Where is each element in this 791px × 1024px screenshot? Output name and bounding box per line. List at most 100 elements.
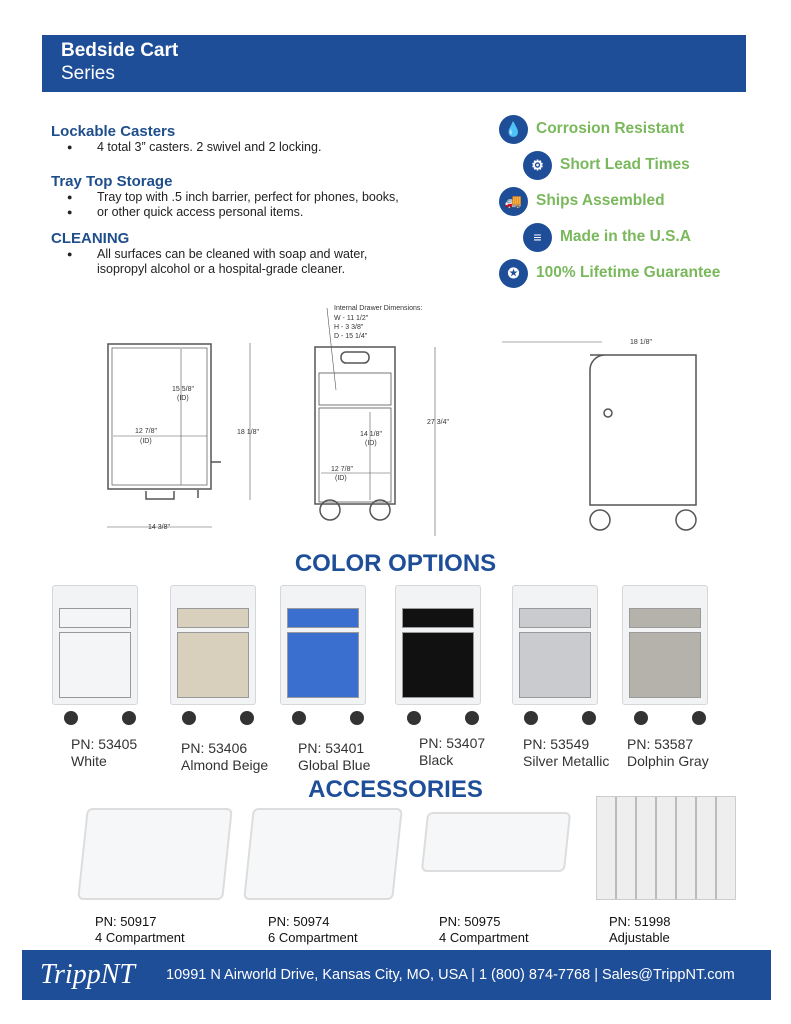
title-banner: Bedside Cart Series <box>42 35 746 92</box>
caster <box>692 711 706 725</box>
droplet-shield-icon: 💧 <box>499 114 528 144</box>
color-name: Almond Beige <box>181 757 269 773</box>
color-pn: PN: 53549 <box>523 736 590 752</box>
accessory-name: Adjustable <box>609 930 670 945</box>
truck-icon: 🚚 <box>499 186 528 216</box>
caster <box>407 711 421 725</box>
feature-line: or other quick access personal items. <box>97 205 304 219</box>
cart-black <box>395 585 485 725</box>
badge-label: 100% Lifetime Guarantee <box>536 264 721 281</box>
badge-guarantee: ✪ 100% Lifetime Guarantee <box>499 258 720 288</box>
badge-usa: ≡ Made in the U.S.A <box>523 222 720 252</box>
cart-body <box>395 585 481 705</box>
cart-door <box>519 632 591 698</box>
cart-dolphin-gray <box>622 585 712 725</box>
accessories-heading: ACCESSORIES <box>308 776 483 803</box>
cart-door <box>629 632 701 698</box>
cart-door <box>177 632 249 698</box>
cart-body <box>52 585 138 705</box>
accessory-name: 4 Compartment <box>95 930 185 945</box>
drawer-note-h: H - 3 3/8" <box>334 324 364 331</box>
dim-side-depth: 18 1/8" <box>630 339 652 346</box>
accessory-name: 6 Compartment <box>268 930 358 945</box>
footer: TrippNT 10991 N Airworld Drive, Kansas C… <box>22 950 771 1000</box>
feature-heading: CLEANING <box>51 230 130 247</box>
badge-label: Ships Assembled <box>536 192 665 209</box>
badge-label: Short Lead Times <box>560 156 690 173</box>
caster <box>634 711 648 725</box>
badge-corrosion: 💧 Corrosion Resistant <box>499 114 720 144</box>
badge-label: Corrosion Resistant <box>536 120 685 137</box>
flag-icon: ≡ <box>523 222 552 252</box>
badge-list: 💧 Corrosion Resistant ⚙ Short Lead Times 🚚… <box>499 114 720 288</box>
color-name: Dolphin Gray <box>627 753 709 769</box>
accessory-pn: PN: 50974 <box>268 914 330 929</box>
dim-id-height: 15 5/8" <box>172 386 194 393</box>
cart-body <box>512 585 598 705</box>
cart-almond-beige <box>170 585 260 725</box>
badge-label: Made in the U.S.A <box>560 228 691 245</box>
cart-drawer <box>519 608 591 628</box>
accessory-pn: PN: 51998 <box>609 914 671 929</box>
color-name: White <box>71 753 107 769</box>
caster <box>64 711 78 725</box>
dim-door-width: 12 7/8" <box>331 466 353 473</box>
cart-drawer <box>177 608 249 628</box>
feature-heading: Tray Top Storage <box>51 173 173 190</box>
trippnt-logo: TrippNT <box>40 959 135 990</box>
color-pn: PN: 53587 <box>627 736 694 752</box>
dim-total-height: 27 3/4" <box>427 419 449 426</box>
gear-icon: ⚙ <box>523 150 552 180</box>
ribbon-award-icon: ✪ <box>499 258 528 288</box>
feature-heading: Lockable Casters <box>51 123 176 140</box>
accessory-tray-6-compartment <box>243 808 403 900</box>
feature-bullet-cont: or other quick access personal items. <box>51 205 471 220</box>
cart-body <box>170 585 256 705</box>
color-name: Silver Metallic <box>523 753 610 769</box>
page-subtitle: Series <box>61 63 115 84</box>
color-options-heading: COLOR OPTIONS <box>294 550 497 577</box>
dim-id-width: 12 7/8" <box>135 428 157 435</box>
dim-id-sub: (ID) <box>335 475 347 482</box>
feature-bullet-cont: isopropyl alcohol or a hospital-grade cl… <box>97 262 346 276</box>
accessory-adjustable-drawer <box>596 796 736 900</box>
color-name: Black <box>419 752 454 768</box>
dim-id-sub: (ID) <box>140 438 152 445</box>
caster <box>582 711 596 725</box>
contact-info: 10991 N Airworld Drive, Kansas City, MO,… <box>166 967 735 983</box>
accessory-pn: PN: 50975 <box>439 914 501 929</box>
cart-body <box>622 585 708 705</box>
side-view-drawing <box>589 354 697 531</box>
badge-assembled: 🚚 Ships Assembled <box>499 186 720 216</box>
color-pn: PN: 53401 <box>298 740 365 756</box>
caster <box>240 711 254 725</box>
feature-bullet: 4 total 3” casters. 2 swivel and 2 locki… <box>51 140 471 155</box>
page-title: Bedside Cart <box>61 40 179 61</box>
dim-id-sub: (ID) <box>177 395 189 402</box>
dim-depth: 18 1/8" <box>237 429 259 436</box>
cart-global-blue <box>280 585 370 725</box>
caster <box>292 711 306 725</box>
cart-door <box>59 632 131 698</box>
accessory-name: 4 Compartment <box>439 930 529 945</box>
badge-lead-times: ⚙ Short Lead Times <box>523 150 720 180</box>
dim-width: 14 3/8" <box>148 524 170 531</box>
cart-door <box>287 632 359 698</box>
feature-list: Lockable Casters 4 total 3” casters. 2 s… <box>51 123 471 277</box>
drawer-note-d: D - 15 1/4" <box>334 333 368 340</box>
top-view-drawing <box>107 343 221 500</box>
drawer-note-w: W - 11 1/2" <box>334 315 369 322</box>
color-pn: PN: 53407 <box>419 735 486 751</box>
cart-door <box>402 632 474 698</box>
accessory-tray-4-compartment-b <box>420 812 572 872</box>
color-pn: PN: 53405 <box>71 736 138 752</box>
feature-bullet: Tray top with .5 inch barrier, perfect f… <box>51 190 471 205</box>
front-view-drawing <box>314 346 396 521</box>
